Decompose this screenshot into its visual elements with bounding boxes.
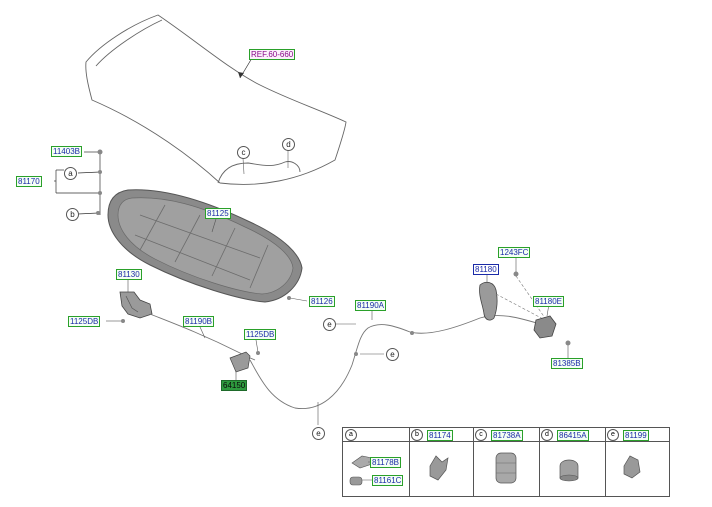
- callout-e-left: e: [323, 318, 336, 331]
- callout-e-mid: e: [386, 348, 399, 361]
- legend-part-81174[interactable]: 81174: [427, 430, 453, 441]
- part-81125-label[interactable]: 81125: [205, 208, 231, 219]
- part-11403b-label[interactable]: 11403B: [51, 146, 82, 157]
- 81170-bracket-leaders: [54, 151, 101, 215]
- 81126-leader: [289, 297, 308, 302]
- clip-e-right: [410, 331, 414, 335]
- hood-latch-81180e: [533, 315, 557, 339]
- legend-key-e: e: [607, 429, 619, 441]
- part-81126-label[interactable]: 81126: [309, 296, 335, 307]
- ref-label[interactable]: REF.60-660: [249, 49, 296, 60]
- part-81199: [623, 455, 641, 479]
- bolt-b: [96, 211, 100, 215]
- part-81178b-label[interactable]: 81178B: [370, 457, 401, 468]
- legend-key-a: a: [345, 429, 357, 441]
- part-81190a-label[interactable]: 81190A: [355, 300, 386, 311]
- hood-insulator: [107, 189, 303, 303]
- callout-a: a: [64, 167, 77, 180]
- part-81738a: [495, 452, 517, 484]
- part-81180e-label[interactable]: 81180E: [533, 296, 564, 307]
- part-81174: [429, 455, 449, 481]
- part-81178b-81161c: [349, 455, 373, 486]
- 1125db-bolt: [256, 351, 260, 355]
- legend-key-c: c: [475, 429, 487, 441]
- legend-header-rule: [343, 428, 669, 442]
- part-81385b-label[interactable]: 81385B: [551, 358, 583, 369]
- part-81130-label[interactable]: 81130: [116, 269, 142, 280]
- callout-c: c: [237, 146, 250, 159]
- legend-cell-d: d 86415A: [539, 428, 606, 496]
- release-handle: [229, 351, 251, 381]
- legend-cell-a: a: [343, 428, 410, 496]
- part-81161c-label[interactable]: 81161C: [372, 475, 404, 486]
- bolt-mid: [98, 191, 102, 195]
- 1125db-leader: [255, 339, 259, 353]
- legend-cell-c: c 81738A: [473, 428, 540, 496]
- legend-cell-e: e 81199: [605, 428, 669, 496]
- part-1243fc-label[interactable]: 1243FC: [498, 247, 531, 258]
- safety-hook-81180: [479, 281, 498, 321]
- hook-assembly-line: [495, 293, 546, 321]
- 1243fc-bolt: [513, 271, 519, 277]
- callout-d: d: [282, 138, 295, 151]
- clip-e-mid: [354, 352, 358, 356]
- 81190b-leader: [199, 326, 206, 339]
- cable-81190a: [249, 315, 541, 410]
- legend-part-81738a[interactable]: 81738A: [491, 430, 523, 441]
- bolt-assembly-line: [515, 275, 546, 319]
- bolt-a: [98, 170, 102, 174]
- part-81190b-label[interactable]: 81190B: [183, 316, 214, 327]
- c-leader: [242, 157, 245, 175]
- legend-part-81199[interactable]: 81199: [623, 430, 649, 441]
- 11403b-bolt: [97, 149, 103, 155]
- legend-key-b: b: [411, 429, 423, 441]
- part-86415a: [559, 459, 579, 482]
- hood-panel: [85, 14, 347, 185]
- legend-cell-b: b 81174: [409, 428, 474, 496]
- legend-key-d: d: [541, 429, 553, 441]
- part-64150-label[interactable]: 64150: [221, 380, 248, 391]
- part-81170-label[interactable]: 81170: [16, 176, 42, 187]
- 81125-leader: [211, 218, 217, 233]
- legend-part-86415a[interactable]: 86415A: [557, 430, 589, 441]
- hood-latch: [106, 280, 153, 323]
- callout-e-bottom: e: [312, 427, 325, 440]
- part-1125db-mid-label[interactable]: 1125DB: [244, 329, 277, 340]
- callout-b: b: [66, 208, 79, 221]
- 81126-clip: [287, 296, 291, 300]
- 81385b-bolt: [565, 340, 571, 346]
- ref-arrow: [238, 72, 244, 78]
- parts-legend-table: a b 81174 c 81738A d 86415A e 81199: [342, 427, 670, 497]
- part-1125db-left-label[interactable]: 1125DB: [68, 316, 101, 327]
- part-81180-label[interactable]: 81180: [473, 264, 499, 275]
